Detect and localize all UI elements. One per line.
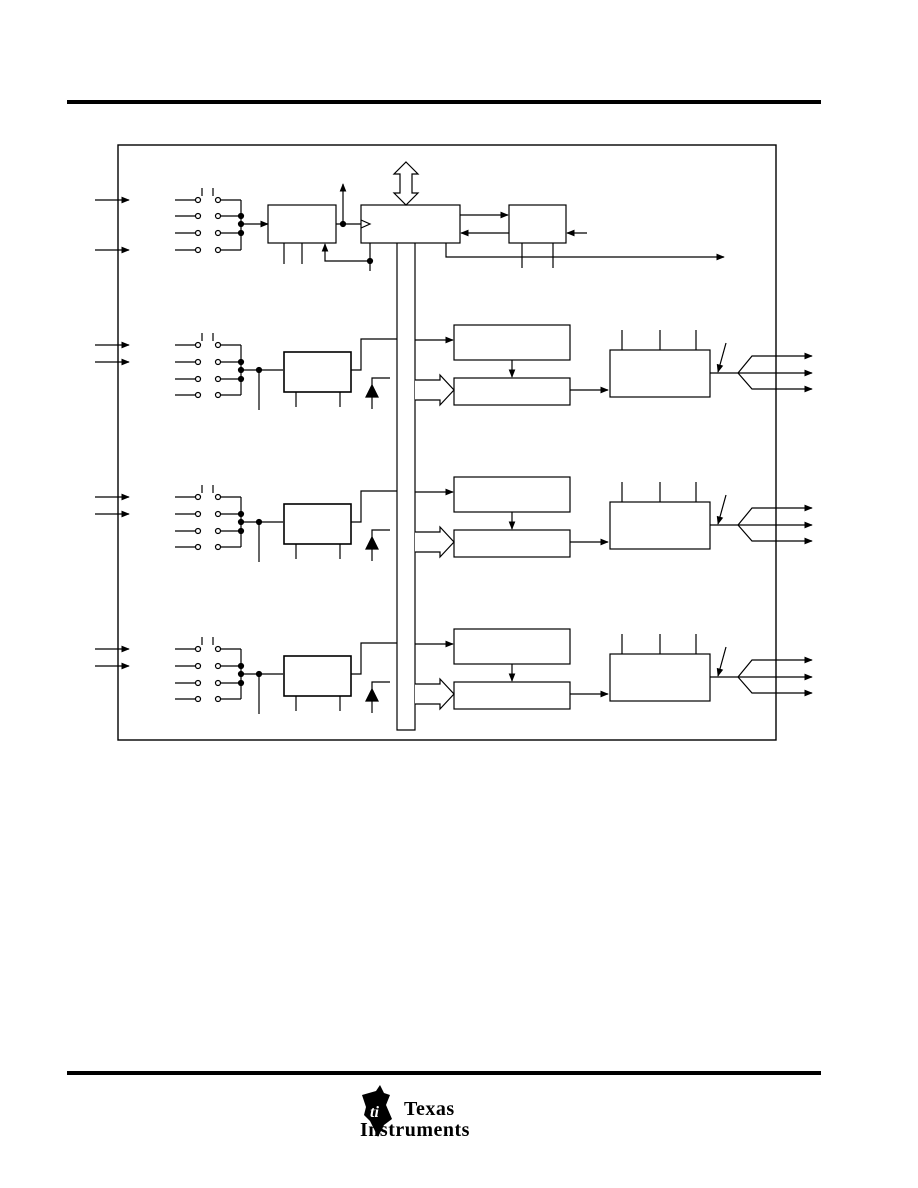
ch1-bus-to-reg-lower: [415, 373, 455, 407]
ch1-register-lower: [453, 377, 571, 406]
ch2-register-lower: [453, 529, 571, 558]
ch1-switch-contact-b-2: [214, 375, 222, 383]
ch3-switch-contact-b-1: [214, 662, 222, 670]
ch1-switch-contact-a-0: [194, 341, 202, 349]
ti-state-logo-icon: ti: [362, 1085, 392, 1137]
ch2-switch-contact-a-0: [194, 493, 202, 501]
ch3-switch-contact-a-3: [194, 695, 202, 703]
ch2-switch-contact-a-3: [194, 543, 202, 551]
top-block-c: [508, 204, 567, 244]
ch1-driver-adjust: [716, 342, 727, 373]
footer-rule: [67, 1071, 821, 1075]
ch2-switch-node-0: [237, 510, 245, 518]
ch3-output-3: [737, 676, 813, 697]
ch1-switch-contact-b-1: [214, 358, 222, 366]
ch2-switch-node-2: [237, 527, 245, 535]
ch2-register-upper: [453, 476, 571, 513]
ch1-driver-block: [609, 349, 711, 398]
ch3-switch-contact-b-0: [214, 645, 222, 653]
ch2-output-1: [737, 504, 813, 526]
internal-bus-outline: [396, 243, 416, 731]
ch1-block-to-bus: [351, 338, 397, 371]
svg-text:ti: ti: [370, 1104, 379, 1121]
ch3-switch-contact-b-2: [214, 679, 222, 687]
ch2-switch-contact-a-1: [194, 510, 202, 518]
ch1-switch-contact-a-3: [194, 391, 202, 399]
ch1-switch-contact-b-0: [214, 341, 222, 349]
ch3-block-to-bus: [351, 642, 397, 675]
ch2-bus-to-reg-lower: [415, 525, 455, 559]
ch1-switch-contact-a-1: [194, 358, 202, 366]
ti-logo: ti Texas Instruments: [356, 1085, 516, 1145]
ch2-switch-contact-b-0: [214, 493, 222, 501]
ch1-switch-contact-b-3: [214, 391, 222, 399]
ch1-output-3: [737, 372, 813, 393]
top-block-b: [360, 204, 461, 244]
ch1-switch-contact-a-2: [194, 375, 202, 383]
data-bus-arrow: [392, 161, 420, 206]
ch2-source-triangle: [365, 535, 379, 550]
ch1-switch-node-2: [237, 375, 245, 383]
ch3-switch-contact-a-1: [194, 662, 202, 670]
ch3-register-upper: [453, 628, 571, 665]
ch3-switch-contact-a-2: [194, 679, 202, 687]
header-rule: [67, 100, 821, 104]
ch2-switch-contact-b-3: [214, 543, 222, 551]
ch1-register-upper: [453, 324, 571, 361]
ch2-output-3: [737, 524, 813, 545]
ch3-register-lower: [453, 681, 571, 710]
ch3-switch-contact-a-0: [194, 645, 202, 653]
ch3-bus-to-reg-lower: [415, 677, 455, 711]
ch2-switch-contact-a-2: [194, 527, 202, 535]
ch1-switch-node-0: [237, 358, 245, 366]
ch2-input-block: [283, 503, 352, 545]
ch2-switch-contact-b-2: [214, 527, 222, 535]
ch3-driver-adjust: [716, 646, 727, 677]
logo-word-texas: Texas: [404, 1098, 455, 1120]
ch3-source-lead: [371, 681, 390, 689]
ch1-source-lead: [371, 377, 390, 385]
logo-word-instruments: Instruments: [360, 1119, 470, 1141]
ch1-source-triangle: [365, 383, 379, 398]
ch3-source-triangle: [365, 687, 379, 702]
ch3-switch-node-0: [237, 662, 245, 670]
ch3-switch-node-2: [237, 679, 245, 687]
ch3-driver-block: [609, 653, 711, 702]
ch2-source-lead: [371, 529, 390, 537]
ch3-output-1: [737, 656, 813, 678]
ch1-output-1: [737, 352, 813, 374]
ch2-driver-adjust: [716, 494, 727, 525]
ch2-switch-contact-b-1: [214, 510, 222, 518]
ch3-input-block: [283, 655, 352, 697]
ch1-input-block: [283, 351, 352, 393]
ch2-driver-block: [609, 501, 711, 550]
top-block-a: [267, 204, 337, 244]
ch2-block-to-bus: [351, 490, 397, 523]
ch3-switch-contact-b-3: [214, 695, 222, 703]
diagram-frame: [117, 144, 777, 741]
